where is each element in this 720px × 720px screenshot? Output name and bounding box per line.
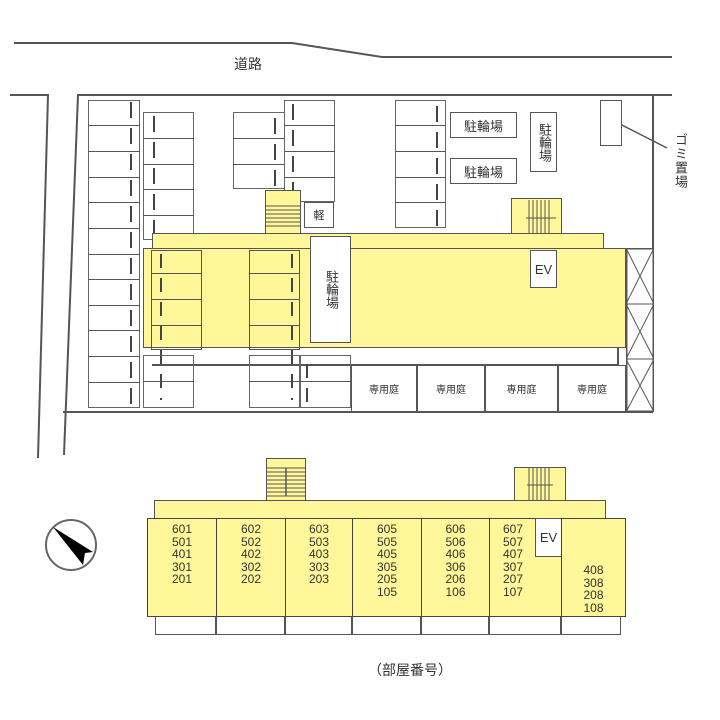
- room-number: 108: [583, 600, 604, 615]
- room-number: 501: [171, 534, 193, 549]
- ev-site: EV: [530, 250, 557, 288]
- private-garden-3: 専用庭: [485, 365, 558, 412]
- room-number: 407: [503, 547, 524, 561]
- unit-column-4: 605 505 405 305 205 105: [352, 518, 422, 617]
- room-number: 305: [376, 559, 398, 574]
- room-number: 607: [503, 522, 524, 536]
- room-number: 503: [308, 534, 330, 549]
- unit-column-5: 606 506 406 306 206 106: [421, 518, 490, 617]
- room-number: 202: [240, 572, 262, 586]
- room-number: 301: [171, 559, 193, 574]
- ev-room-plan: EV: [535, 518, 562, 557]
- room-number: 408: [583, 563, 604, 577]
- room-number: 201: [171, 572, 193, 586]
- room-number: 506: [445, 534, 466, 549]
- room-number: 205: [376, 572, 398, 586]
- bicycle-parking-2: 駐輪場: [450, 158, 517, 184]
- cross-hatched-area: [626, 248, 654, 412]
- room-number: 207: [503, 572, 524, 586]
- room-number: 601: [171, 522, 193, 536]
- north-arrow-icon: [45, 519, 97, 571]
- room-plan-corridor: [154, 500, 606, 520]
- room-number: 106: [445, 584, 466, 599]
- light-vehicle-label: 軽: [304, 202, 334, 228]
- room-number: 208: [583, 588, 604, 602]
- room-number: 308: [583, 575, 604, 590]
- room-number: 303: [308, 559, 330, 574]
- room-number: 203: [308, 572, 330, 586]
- unit-column-1: 601 501 401 301 201: [147, 518, 217, 617]
- room-number: 302: [240, 559, 262, 574]
- room-number: 406: [445, 547, 466, 561]
- room-number: 502: [240, 534, 262, 549]
- private-garden-1: 専用庭: [351, 365, 417, 412]
- room-number: 206: [445, 572, 466, 586]
- room-number: 403: [308, 547, 330, 561]
- room-number: 307: [503, 559, 524, 574]
- room-number: 606: [445, 522, 466, 536]
- stall-dashes: [130, 102, 132, 406]
- room-number: 605: [376, 522, 398, 536]
- bicycle-parking-3: 駐輪場: [530, 112, 557, 172]
- private-garden-4: 専用庭: [558, 365, 626, 412]
- room-plan-caption: （部屋番号）: [368, 663, 452, 679]
- room-number: 401: [171, 547, 193, 561]
- unit-column-3: 603 503 403 303 203: [285, 518, 353, 617]
- room-number: 507: [503, 534, 524, 549]
- unit-column-7: 408 308 208 108: [561, 518, 626, 617]
- private-garden-2: 専用庭: [417, 365, 485, 412]
- garbage-label: ゴミ置場: [672, 133, 687, 189]
- garbage-area: [600, 100, 622, 146]
- room-number: 602: [240, 522, 262, 536]
- room-number: 402: [240, 547, 262, 561]
- road-label: 道路: [234, 57, 262, 73]
- room-number: 405: [376, 547, 398, 561]
- bicycle-parking-1: 駐輪場: [450, 112, 517, 138]
- room-number: 105: [376, 584, 398, 599]
- room-number: 107: [503, 584, 524, 599]
- unit-column-2: 602 502 402 302 202: [216, 518, 286, 617]
- room-number: 505: [376, 534, 398, 549]
- room-number: 603: [308, 522, 330, 536]
- room-number: 306: [445, 559, 466, 574]
- bicycle-parking-4: 駐輪場: [310, 236, 351, 343]
